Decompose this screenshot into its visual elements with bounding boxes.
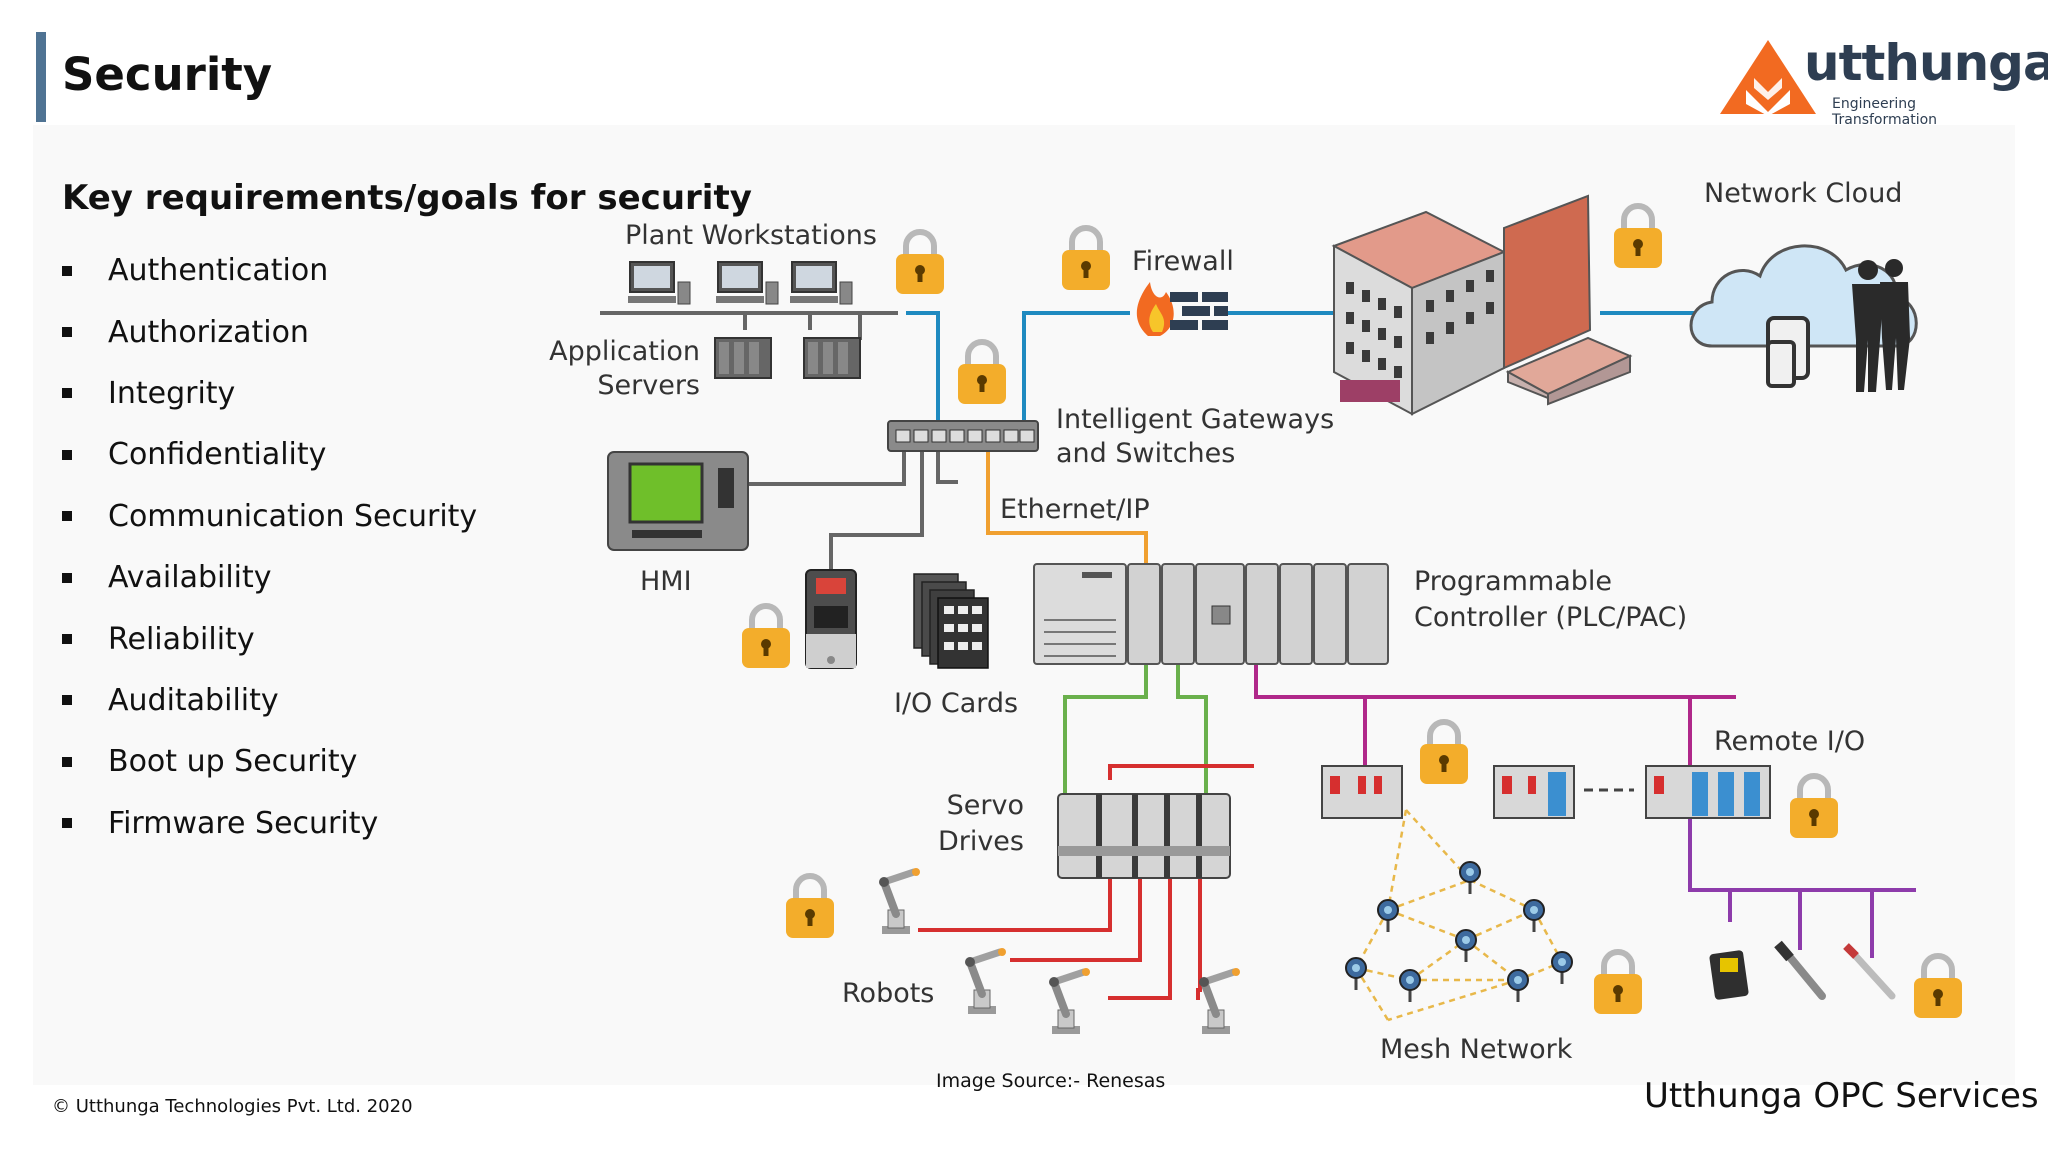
content-background	[33, 125, 2015, 1085]
robots-label: Robots	[842, 978, 934, 1009]
plant-workstations-label: Plant Workstations	[625, 220, 877, 251]
list-item: Communication Security	[62, 486, 477, 547]
list-item: Auditability	[62, 670, 477, 731]
factory-icon	[1331, 194, 1633, 416]
gateways-label-line2: and Switches	[1056, 438, 1235, 469]
slide-title: Security	[62, 48, 273, 101]
copyright-text: © Utthunga Technologies Pvt. Ltd. 2020	[52, 1096, 413, 1117]
mesh-network-label: Mesh Network	[1380, 1034, 1573, 1065]
list-item: Confidentiality	[62, 424, 477, 485]
bullet-icon	[62, 756, 72, 767]
list-item-label: Auditability	[108, 682, 279, 718]
gateways-label-line1: Intelligent Gateways	[1056, 404, 1334, 435]
list-item: Firmware Security	[62, 793, 477, 854]
list-item: Integrity	[62, 363, 477, 424]
remote-io-label: Remote I/O	[1714, 726, 1865, 757]
ethernet-ip-lines	[986, 446, 1148, 566]
logo-tagline: Engineering Transformation	[1832, 96, 1938, 128]
plc-label-line1: Programmable	[1414, 566, 1612, 597]
list-item-label: Authentication	[108, 253, 329, 289]
hmi-panel	[607, 451, 749, 551]
remote-io-link-lines	[1254, 664, 1736, 766]
bullet-icon	[62, 265, 72, 276]
business-people-icon	[1852, 259, 1910, 392]
firewall-icon	[1136, 282, 1228, 336]
bullet-icon	[62, 818, 72, 829]
list-item-label: Confidentiality	[108, 437, 327, 473]
io-cards-icon	[913, 573, 989, 669]
list-item-label: Communication Security	[108, 498, 478, 534]
field-sensors	[1709, 940, 1896, 1000]
sensor-link-lines	[1688, 818, 1916, 958]
servo-link-lines	[1063, 664, 1208, 800]
firewall-label: Firewall	[1132, 246, 1234, 277]
bullet-icon	[62, 572, 72, 583]
plc-label-line2: Controller (PLC/PAC)	[1414, 602, 1687, 633]
application-servers-label-line2: Servers	[597, 370, 700, 401]
application-servers	[714, 337, 861, 379]
application-servers-label-line1: Application	[549, 336, 700, 367]
variable-drive	[805, 569, 857, 669]
remote-io-modules	[1321, 765, 1771, 819]
plant-workstations	[627, 261, 853, 305]
gateway-switch	[887, 420, 1039, 452]
hmi-link-lines	[600, 311, 958, 578]
robot-arms	[879, 868, 1240, 1034]
servo-drives	[1057, 793, 1231, 879]
servo-drives-label-line1: Servo	[947, 790, 1024, 821]
it-network-lines	[906, 311, 1700, 434]
list-item: Reliability	[62, 608, 477, 669]
network-cloud-label: Network Cloud	[1704, 178, 1902, 209]
list-item: Availability	[62, 547, 477, 608]
title-accent-bar	[36, 32, 46, 122]
logo-mark-icon	[1720, 40, 1816, 116]
list-item-label: Reliability	[108, 621, 255, 657]
bullet-icon	[62, 511, 72, 522]
bullet-icon	[62, 327, 72, 338]
servo-drives-label-line2: Drives	[938, 826, 1024, 857]
list-item-label: Integrity	[108, 375, 236, 411]
bullet-icon	[62, 695, 72, 706]
list-item: Authentication	[62, 240, 477, 301]
bullet-icon	[62, 634, 72, 645]
logo-name: utthunga	[1804, 34, 2048, 92]
list-item-label: Availability	[108, 560, 272, 596]
list-item-label: Boot up Security	[108, 744, 358, 780]
plc-rack	[1033, 563, 1389, 665]
requirements-list: Authentication Authorization Integrity C…	[62, 240, 477, 854]
bullet-icon	[62, 449, 72, 460]
image-source-caption: Image Source:- Renesas	[936, 1070, 1166, 1092]
list-item-label: Firmware Security	[108, 805, 379, 841]
ethernet-ip-label: Ethernet/IP	[1000, 494, 1150, 525]
list-item: Authorization	[62, 301, 477, 362]
io-cards-label: I/O Cards	[894, 688, 1018, 719]
list-item: Boot up Security	[62, 731, 477, 792]
robot-link-lines	[918, 764, 1254, 1000]
bullet-icon	[62, 388, 72, 399]
hmi-label: HMI	[640, 566, 692, 597]
tablet-phone-icon	[1766, 316, 1810, 388]
list-item-label: Authorization	[108, 314, 309, 350]
footer-brand: Utthunga OPC Services	[1644, 1076, 2039, 1116]
company-logo: utthunga Engineering Transformation	[1718, 34, 2048, 128]
requirements-heading: Key requirements/goals for security	[62, 178, 752, 218]
